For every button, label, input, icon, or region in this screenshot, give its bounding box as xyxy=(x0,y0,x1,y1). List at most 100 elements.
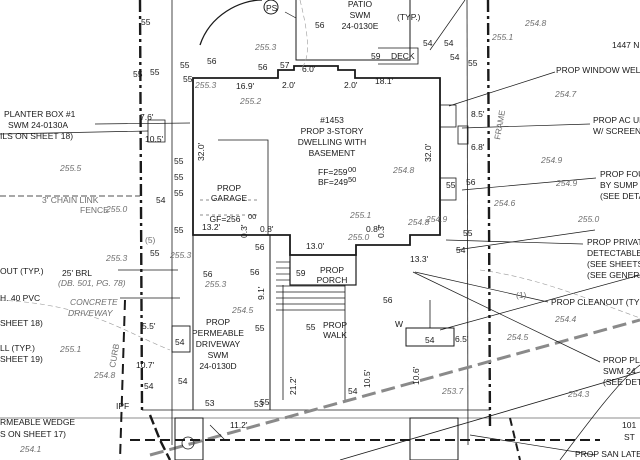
spot-254-5: 254.5 xyxy=(506,332,529,342)
elevation-tags: 55 55 55 55 55 56 56 57 56 59 54 55 55 5… xyxy=(133,17,478,409)
elev-tag: 54 xyxy=(444,38,454,48)
callout-ll-typ: LL (TYP.) xyxy=(0,343,35,353)
elev-tag: 59 xyxy=(296,268,306,278)
cleanout-left xyxy=(171,325,191,353)
dimensions: 6.0' 2.0' 2.0' 18.1' 16.9' 32.0' 32.0' 1… xyxy=(136,64,485,430)
elev-tag: 54 xyxy=(144,381,154,391)
spot-255-0-right: 255.0 xyxy=(577,214,600,224)
dim-7-6: 7.6' xyxy=(140,112,154,122)
property-line-front xyxy=(148,414,172,460)
dim-2-0-right: 2.0' xyxy=(344,80,358,90)
dim-16-9: 16.9' xyxy=(236,81,255,91)
elev-tag: 55 xyxy=(463,228,473,238)
dwelling-title-1: #1453 xyxy=(320,115,344,125)
window-well-1 xyxy=(439,104,457,128)
dim-0-3-right: 0.3' xyxy=(376,224,386,238)
utility-diagonal-3 xyxy=(439,274,640,331)
dim-6-0: 6.0' xyxy=(302,64,316,74)
elev-tag: 55 xyxy=(180,60,190,70)
spot-elevations: 255.3 255.2 255.3 255.5 255.0 255.1 255.… xyxy=(19,18,600,454)
callout-concrete-1: CONCRETE xyxy=(70,297,118,307)
dim-13-3: 13.3' xyxy=(410,254,429,264)
callout-frame-fence: FRAME xyxy=(492,109,507,140)
garage-floor-sup: 00 xyxy=(248,212,256,221)
spot-254-8-left: 254.8 xyxy=(93,370,116,380)
dim-10-5: 10.5' xyxy=(145,134,164,144)
elev-tag: 55 xyxy=(150,67,160,77)
dim-0-8-right: 0.8' xyxy=(366,224,380,234)
callout-1447: 1447 N xyxy=(612,40,639,50)
deck-label: DECK xyxy=(391,51,415,61)
elev-tag: 55 xyxy=(306,322,316,332)
dwelling-title-4: BASEMENT xyxy=(309,148,356,158)
elev-tag: 56 xyxy=(315,20,325,30)
dwelling-label: #1453 PROP 3-STORY DWELLING WITH BASEMEN… xyxy=(298,115,366,187)
elev-tag: 55 xyxy=(174,225,184,235)
dim-2-0-left: 2.0' xyxy=(282,80,296,90)
callout-foundation-2: BY SUMP xyxy=(600,180,638,190)
patio-line-3: 24-0130E xyxy=(342,21,379,31)
spot-255-2: 255.2 xyxy=(239,96,262,106)
spot-254-6: 254.6 xyxy=(493,198,516,208)
garage-label: PROP GARAGE GF=256 00 xyxy=(210,183,257,224)
patio-line-2: SWM xyxy=(350,10,371,20)
spot-255-3-top: 255.3 xyxy=(254,42,277,52)
window-well-2 xyxy=(439,177,457,201)
spot-255-1: 255.1 xyxy=(349,210,372,220)
elev-tag: 56 xyxy=(466,177,476,187)
utility-diagonal-1 xyxy=(149,318,640,457)
driveway-label: PROP PERMEABLE DRIVEWAY SWM 24-0130D xyxy=(192,317,244,371)
elev-tag: 57 xyxy=(280,60,290,70)
driveway-line-3: DRIVEWAY xyxy=(196,339,241,349)
elev-tag: 54 xyxy=(425,335,435,345)
porch-line-1: PROP xyxy=(320,265,344,275)
dim-0-8-left: 0.8' xyxy=(260,224,274,234)
patio-label: PATIO SWM 24-0130E xyxy=(342,0,379,31)
callout-san-lateral: PROP SAN LATE xyxy=(575,449,640,459)
elev-tag: 54 xyxy=(423,38,433,48)
elev-tag: 55 xyxy=(174,172,184,182)
spot-254-9-c: 254.9 xyxy=(425,214,448,224)
callout-concrete-2: DRIVEWAY xyxy=(68,308,114,318)
dwelling-outline xyxy=(192,65,441,256)
property-line-right xyxy=(486,0,492,431)
spot-255-1-top: 255.1 xyxy=(491,32,514,42)
driveway-line-5: 24-0130D xyxy=(199,361,236,371)
callout-wedge-2: S ON SHEET 17) xyxy=(0,429,66,439)
callout-planter-2: SWM 24 xyxy=(603,366,636,376)
callouts: PROP WINDOW WELL PROP AC UN W/ SCREENI P… xyxy=(0,12,640,459)
dim-6-8: 6.8' xyxy=(471,142,485,152)
elev-tag: 59 xyxy=(371,51,381,61)
elev-tag: 55 xyxy=(174,156,184,166)
basement-floor-elevation: BF=249 xyxy=(318,177,348,187)
setback-line-right xyxy=(466,0,469,446)
elev-tag: 55 xyxy=(141,17,151,27)
spot-255-1-left: 255.1 xyxy=(59,344,82,354)
curved-line-top xyxy=(199,0,263,46)
dim-10-5-lower: 10.5' xyxy=(362,369,372,388)
walk-label: PROP WALK xyxy=(323,320,347,340)
garage-partition xyxy=(218,139,269,235)
elev-tag: 54 xyxy=(178,376,188,386)
first-floor-elevation: FF=259 xyxy=(318,167,348,177)
spot-254-1: 254.1 xyxy=(19,444,42,454)
ps-label: PS xyxy=(266,3,278,13)
spot-255-3-d: 255.3 xyxy=(169,250,192,260)
callout-cleanout-typ: OUT (TYP.) xyxy=(0,266,44,276)
property-line-left xyxy=(138,0,144,411)
elev-tag: 55 xyxy=(133,69,143,79)
callout-private-1: PROP PRIVATE xyxy=(587,237,640,247)
spot-254-7: 254.7 xyxy=(554,89,577,99)
callout-cleanout: PROP CLEANOUT (TYP.) xyxy=(551,297,640,307)
callout-w: W xyxy=(395,319,403,329)
dim-6-5: 6.5' xyxy=(455,334,469,344)
spot-254-9: 254.9 xyxy=(555,178,578,188)
callout-private-3: (SEE SHEETS xyxy=(587,259,640,269)
spot-254-3: 254.3 xyxy=(567,389,590,399)
elev-tag: 55 xyxy=(150,248,160,258)
driveway-line-4: SWM xyxy=(208,350,229,360)
elev-tag: 53 xyxy=(254,399,264,409)
walk-line-1: PROP xyxy=(323,320,347,330)
callout-foundation-1: PROP FOU xyxy=(600,169,640,179)
